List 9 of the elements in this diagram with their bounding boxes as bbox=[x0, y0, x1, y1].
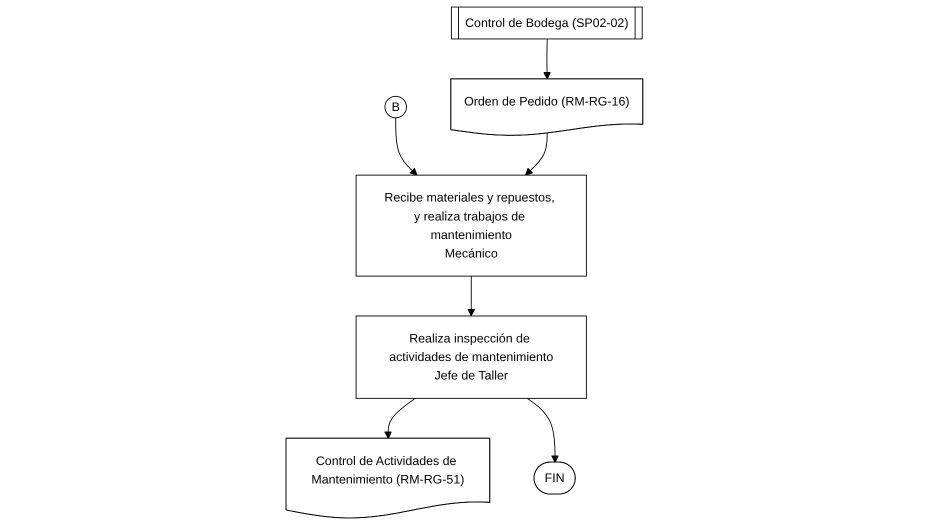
node-circle: B bbox=[384, 96, 408, 118]
arrow bbox=[525, 132, 548, 176]
arrow bbox=[467, 276, 476, 316]
node-box: Realiza inspección de actividades de mantenimiento Jefe de Taller bbox=[356, 316, 587, 399]
arrow bbox=[527, 398, 559, 463]
arrow bbox=[395, 117, 418, 176]
node-box: Recibe materiales y repuestos, y realiza trabajos de mantenimiento Mecánico bbox=[356, 174, 587, 277]
arrow bbox=[543, 38, 552, 80]
arrow bbox=[384, 398, 416, 439]
